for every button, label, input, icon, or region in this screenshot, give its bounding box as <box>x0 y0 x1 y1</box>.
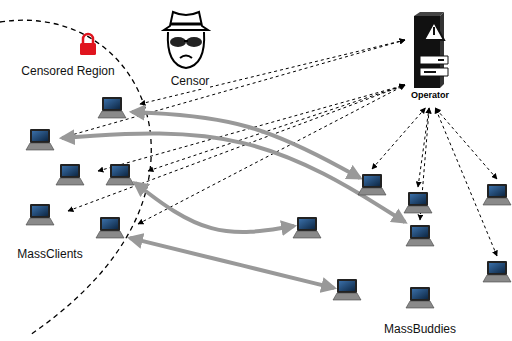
laptop-icon <box>98 97 126 118</box>
control-link <box>138 85 405 224</box>
operator-server: Operator <box>400 12 460 100</box>
control-link <box>140 40 405 104</box>
laptop-icon <box>26 129 54 150</box>
laptop-icon <box>56 164 84 185</box>
control-link <box>148 85 405 171</box>
control-link <box>372 108 425 169</box>
laptop-icon <box>483 261 511 282</box>
laptop-icon <box>358 174 386 195</box>
proxy-link <box>62 133 405 222</box>
laptop-icon <box>293 217 321 238</box>
control-link <box>68 40 405 136</box>
censor-icon <box>164 12 208 68</box>
server-icon <box>400 12 456 90</box>
laptop-icon <box>96 217 124 238</box>
censor-label: Censor <box>170 75 211 89</box>
region-label: Censored Region <box>20 65 115 79</box>
laptop-icon <box>333 279 361 300</box>
lock-icon <box>80 34 96 55</box>
laptop-icon <box>26 204 54 225</box>
region-border <box>0 20 151 335</box>
proxy-link <box>130 238 334 288</box>
laptop-icon <box>406 225 434 246</box>
group-label: MassBuddies <box>383 323 457 337</box>
laptop-icon <box>483 184 511 205</box>
laptop-icon <box>404 192 432 213</box>
group-label: MassClients <box>16 248 83 262</box>
node-label: Operator <box>400 90 460 100</box>
control-link <box>435 108 497 179</box>
laptop-icon <box>406 287 434 308</box>
proxy-link <box>135 183 294 232</box>
control-link <box>435 108 497 256</box>
laptop-icon <box>106 164 134 185</box>
